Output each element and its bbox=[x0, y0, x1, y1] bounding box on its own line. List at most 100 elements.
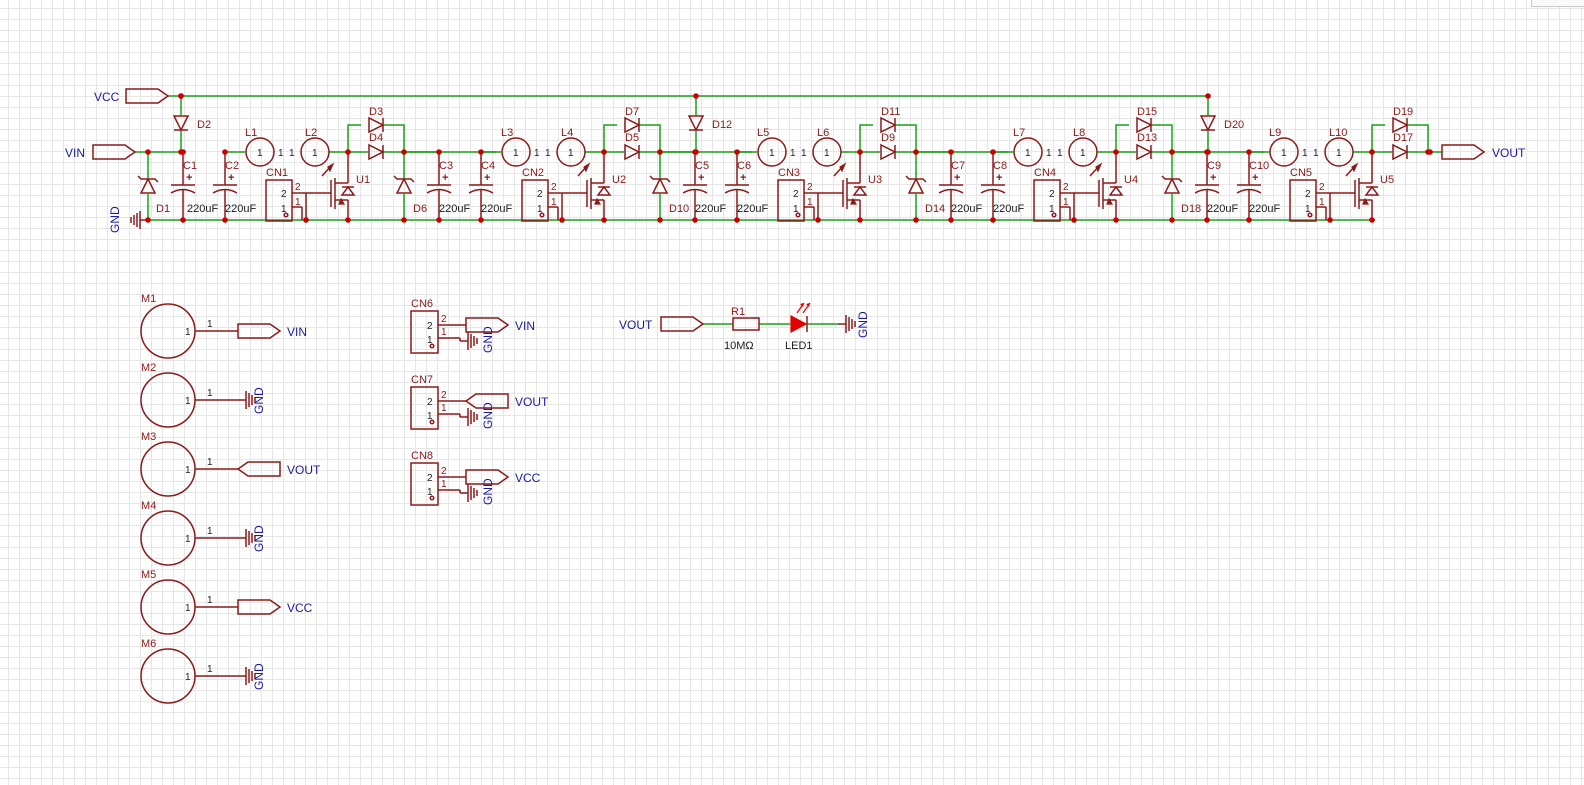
junction-dot bbox=[948, 149, 954, 155]
mount-hole-label: M2 bbox=[141, 362, 156, 374]
svg-text:2: 2 bbox=[551, 182, 557, 193]
svg-text:1: 1 bbox=[441, 327, 447, 338]
junction-dot bbox=[222, 217, 228, 223]
inductor-label: L9 bbox=[1269, 127, 1281, 139]
mount-hole-net: GND bbox=[252, 525, 266, 552]
diode-bridge bbox=[347, 124, 361, 152]
capacitor-value: 220uF bbox=[187, 203, 218, 215]
svg-text:1: 1 bbox=[537, 204, 543, 215]
junction-dot bbox=[657, 217, 663, 223]
junction-dot bbox=[478, 217, 484, 223]
svg-text:1: 1 bbox=[793, 204, 799, 215]
junction-dot bbox=[180, 149, 186, 155]
diode-label: D5 bbox=[625, 132, 639, 144]
svg-text:1: 1 bbox=[807, 197, 813, 208]
diode-bridge bbox=[383, 124, 405, 152]
junction-dot bbox=[990, 149, 996, 155]
gnd-net-label: GND bbox=[108, 206, 122, 233]
junction-dot bbox=[1204, 149, 1210, 155]
svg-text:+: + bbox=[228, 172, 234, 184]
vcc-diode-symbol bbox=[172, 115, 190, 132]
resistor-symbol bbox=[732, 317, 760, 331]
svg-text:+: + bbox=[996, 172, 1002, 184]
vcc-port bbox=[125, 88, 170, 104]
gnd-symbol bbox=[460, 332, 478, 350]
capacitor-value: 220uF bbox=[225, 203, 256, 215]
junction-dot bbox=[857, 149, 863, 155]
inductor-symbol: 1 bbox=[1324, 137, 1354, 167]
junction-dot bbox=[145, 217, 151, 223]
svg-text:1: 1 bbox=[513, 148, 519, 159]
vin-net-label: VIN bbox=[65, 146, 85, 160]
mosfet-optocoupler-symbol bbox=[1074, 152, 1124, 220]
connector-gnd-net: GND bbox=[481, 326, 495, 353]
svg-text:2: 2 bbox=[1305, 189, 1311, 200]
vout-port bbox=[660, 316, 705, 332]
diode-symbol bbox=[1392, 116, 1409, 134]
inductor-label: L7 bbox=[1013, 127, 1025, 139]
capacitor-symbol: + bbox=[980, 152, 1006, 220]
junction-dot bbox=[1246, 149, 1252, 155]
vcc-net-label: VCC bbox=[94, 90, 120, 104]
diode-label: D4 bbox=[369, 132, 383, 144]
capacitor-symbol: + bbox=[1236, 152, 1262, 220]
zener-label: D1 bbox=[156, 203, 170, 215]
svg-text:1: 1 bbox=[207, 664, 213, 675]
junction-dot bbox=[303, 217, 309, 223]
inductor-label: L1 bbox=[245, 127, 257, 139]
junction-dot bbox=[401, 149, 407, 155]
svg-text:+: + bbox=[1210, 172, 1216, 184]
vcc-diode-symbol bbox=[687, 115, 705, 132]
junction-dot bbox=[178, 93, 184, 99]
connector-label: CN8 bbox=[411, 450, 433, 462]
net-port bbox=[465, 317, 510, 333]
indicator-gnd-net: GND bbox=[856, 311, 870, 338]
pin-number: 1 bbox=[289, 148, 295, 159]
connector-net: VCC bbox=[515, 471, 541, 485]
mount-hole-label: M3 bbox=[141, 431, 156, 443]
mount-hole-net: VIN bbox=[287, 325, 307, 339]
svg-text:+: + bbox=[484, 172, 490, 184]
diode-label: D3 bbox=[369, 106, 383, 118]
gnd-symbol bbox=[238, 391, 256, 409]
junction-dot bbox=[1169, 217, 1175, 223]
svg-text:+: + bbox=[442, 172, 448, 184]
diode-label: D13 bbox=[1137, 132, 1157, 144]
svg-text:+: + bbox=[1252, 172, 1258, 184]
inductor-symbol: 1 bbox=[757, 137, 787, 167]
junction-dot bbox=[222, 149, 228, 155]
indicator-net: VOUT bbox=[619, 318, 653, 332]
mount-hole-label: M6 bbox=[141, 638, 156, 650]
vcc-diode-label: D20 bbox=[1224, 119, 1244, 131]
diode-bridge bbox=[859, 124, 873, 152]
inductor-label: L2 bbox=[305, 127, 317, 139]
capacitor-label: C1 bbox=[183, 160, 197, 172]
mosfet-optocoupler-symbol bbox=[818, 152, 868, 220]
junction-dot bbox=[913, 217, 919, 223]
inductor-symbol: 1 bbox=[300, 137, 330, 167]
pin-number: 1 bbox=[1057, 148, 1063, 159]
diode-label: D17 bbox=[1393, 132, 1413, 144]
zener-diode-symbol bbox=[905, 175, 927, 194]
vout-port bbox=[1441, 144, 1486, 160]
diode-symbol bbox=[624, 143, 641, 161]
capacitor-label: C5 bbox=[695, 160, 709, 172]
junction-dot bbox=[1113, 217, 1119, 223]
junction-dot bbox=[857, 217, 863, 223]
led-label: LED1 bbox=[785, 340, 813, 352]
capacitor-symbol: + bbox=[724, 152, 750, 220]
svg-text:1: 1 bbox=[1281, 148, 1287, 159]
svg-text:1: 1 bbox=[427, 411, 433, 422]
junction-dot bbox=[345, 217, 351, 223]
diode-symbol bbox=[1136, 116, 1153, 134]
gnd-symbol bbox=[838, 315, 856, 333]
junction-dot bbox=[1113, 149, 1119, 155]
svg-text:2: 2 bbox=[793, 189, 799, 200]
diode-bridge bbox=[1115, 124, 1129, 152]
capacitor-value: 220uF bbox=[993, 203, 1024, 215]
vin-port bbox=[92, 144, 137, 160]
svg-text:1: 1 bbox=[207, 457, 213, 468]
